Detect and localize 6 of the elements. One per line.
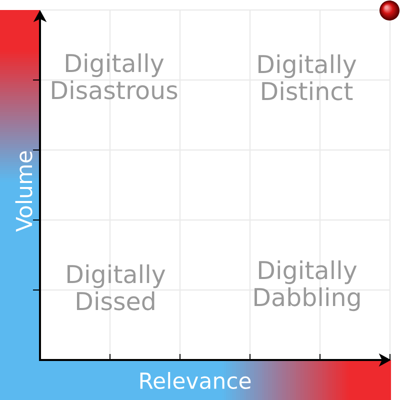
quadrant-label: Digitally Disastrous <box>52 53 178 100</box>
quadrant-label: Digitally Dabbling <box>254 260 360 312</box>
axis-title: Relevance <box>140 372 251 390</box>
quadrant-label: Digitally Dissed <box>68 264 166 310</box>
quadrant-label: Digitally Distinct <box>258 54 356 100</box>
axis-title: Volume <box>15 151 32 232</box>
